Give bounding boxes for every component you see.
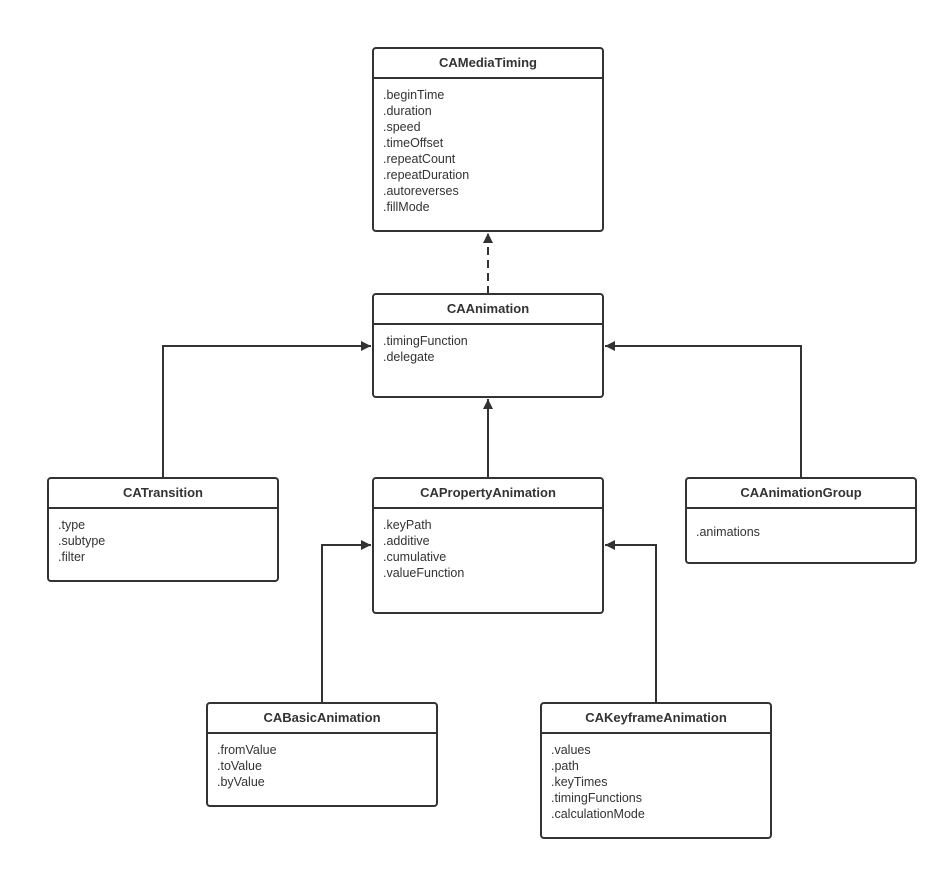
property-item: .timingFunction <box>383 334 468 348</box>
property-item: .values <box>551 743 591 757</box>
class-box-caanimationgroup: CAAnimationGroup .animations <box>685 477 917 564</box>
property-list: .animations <box>687 509 915 540</box>
property-item: .repeatDuration <box>383 168 470 182</box>
class-name: CAPropertyAnimation <box>374 479 602 509</box>
class-box-cabasicanimation: CABasicAnimation .fromValue .toValue .by… <box>206 702 438 807</box>
property-item: .cumulative <box>383 550 447 564</box>
property-item: .path <box>551 759 579 773</box>
property-list: .values .path .keyTimes .timingFunctions… <box>542 734 770 822</box>
property-item: .keyTimes <box>551 775 608 789</box>
property-list: .type .subtype .filter <box>49 509 277 565</box>
property-list: .fromValue .toValue .byValue <box>208 734 436 790</box>
property-list: .beginTime .duration .speed .timeOffset … <box>374 79 602 215</box>
property-item: .delegate <box>383 350 435 364</box>
property-item: .duration <box>383 104 432 118</box>
class-name: CAKeyframeAnimation <box>542 704 770 734</box>
class-name: CATransition <box>49 479 277 509</box>
class-name: CAAnimationGroup <box>687 479 915 509</box>
property-item: .valueFunction <box>383 566 465 580</box>
property-list: .timingFunction .delegate <box>374 325 602 365</box>
property-item: .timingFunctions <box>551 791 643 805</box>
property-item: .beginTime <box>383 88 445 102</box>
inheritance-arrow-cabasicanimation-capropertyanimation <box>321 540 371 703</box>
property-item: .speed <box>383 120 421 134</box>
property-item: .filter <box>58 550 86 564</box>
property-item: .additive <box>383 534 430 548</box>
inheritance-arrow-caanimationgroup-caanimation <box>605 341 802 478</box>
property-item: .calculationMode <box>551 807 645 821</box>
class-name: CABasicAnimation <box>208 704 436 734</box>
property-item: .byValue <box>217 775 265 789</box>
property-item: .autoreverses <box>383 184 459 198</box>
class-box-cakeyframeanimation: CAKeyframeAnimation .values .path .keyTi… <box>540 702 772 839</box>
inheritance-arrow-catransition-caanimation <box>162 341 371 478</box>
class-box-catransition: CATransition .type .subtype .filter <box>47 477 279 582</box>
property-item: .keyPath <box>383 518 432 532</box>
class-box-camediatiming: CAMediaTiming .beginTime .duration .spee… <box>372 47 604 232</box>
class-name: CAAnimation <box>374 295 602 325</box>
property-item: .type <box>58 518 86 532</box>
class-name: CAMediaTiming <box>374 49 602 79</box>
property-item: .fromValue <box>217 743 277 757</box>
property-list: .keyPath .additive .cumulative .valueFun… <box>374 509 602 581</box>
property-item: .timeOffset <box>383 136 444 150</box>
class-box-caanimation: CAAnimation .timingFunction .delegate <box>372 293 604 398</box>
inheritance-arrow-cakeyframeanimation-capropertyanimation <box>605 540 657 703</box>
property-item: .repeatCount <box>383 152 456 166</box>
property-item: .fillMode <box>383 200 430 214</box>
property-item: .animations <box>696 525 760 539</box>
property-item: .toValue <box>217 759 262 773</box>
class-box-capropertyanimation: CAPropertyAnimation .keyPath .additive .… <box>372 477 604 614</box>
property-item: .subtype <box>58 534 106 548</box>
